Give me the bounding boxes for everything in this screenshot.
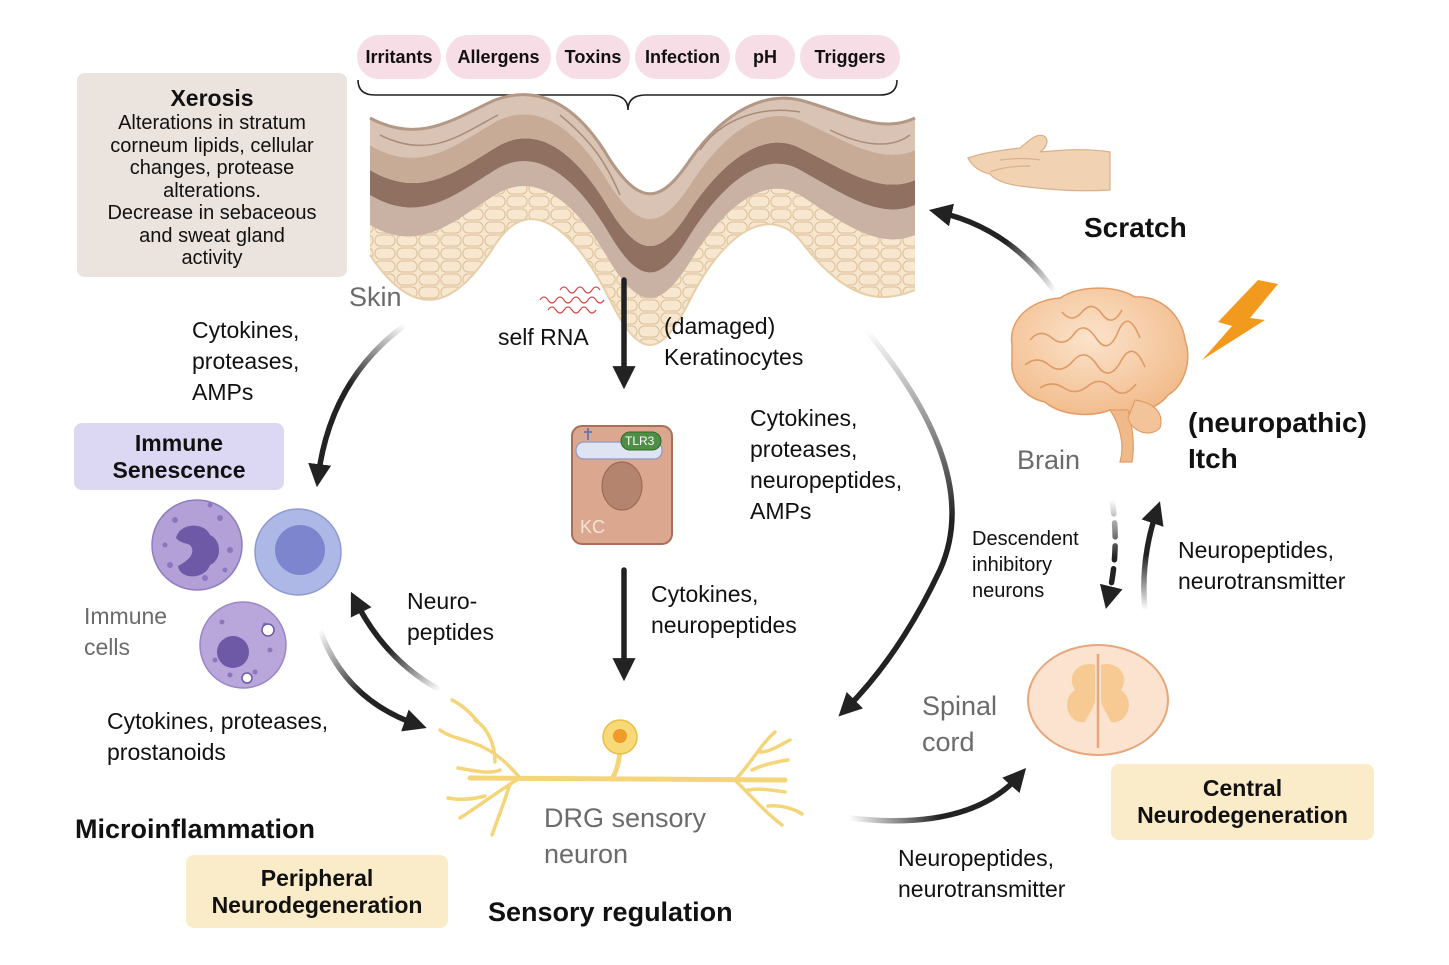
arrow-neuron-to-immune <box>350 591 443 693</box>
arrow-brain-to-scratch <box>928 203 1058 295</box>
arrow-neuron-to-spinal-cord <box>847 768 1027 824</box>
lightning-bolt-icon <box>1202 280 1278 360</box>
descendent-inhibitory-neurons-line-2: inhibitory <box>972 554 1053 576</box>
immune-cells-icon <box>151 499 342 689</box>
xerosis-title: Xerosis <box>170 85 254 111</box>
xerosis-line-2: corneum lipids, cellular <box>110 134 314 157</box>
sensory-regulation-label: Sensory regulation <box>488 897 733 927</box>
arrow-keratinocytes-to-neuron <box>838 322 955 717</box>
neuropathic-itch-line-2: Itch <box>1188 443 1238 474</box>
neuropeptides-label-line-1: Neuro- <box>407 588 478 614</box>
damaged-keratinocytes-line-2: Keratinocytes <box>664 344 804 370</box>
immune-cells-label-line-1: Immune <box>84 603 168 629</box>
immune-to-neuron-mediators-line-1: Cytokines, proteases, <box>107 708 329 734</box>
skin-to-immune-mediators-line-2: proteases, <box>192 348 300 374</box>
immune-senescence-line-2: Senescence <box>112 457 246 483</box>
neuron-nucleus <box>613 729 627 743</box>
descendent-inhibitory-neurons-line-1: Descendent <box>972 528 1079 550</box>
spinal-to-brain-mediators-line-1: Neuropeptides, <box>1178 537 1334 563</box>
brain-label: Brain <box>1017 445 1081 475</box>
keratinocyte-cell-icon <box>571 425 673 545</box>
peripheral-neurodegeneration-box: Peripheral Neurodegeneration <box>186 855 448 928</box>
immune-to-neuron-mediators-line-2: prostanoids <box>107 739 226 765</box>
skin-cross-section-illustration <box>369 93 916 346</box>
spinal-cord-label-line-2: cord <box>922 727 975 757</box>
trigger-pill-allergens: Allergens <box>446 35 551 79</box>
trigger-pill-triggers: Triggers <box>800 35 900 79</box>
skin-to-immune-mediators-line-3: AMPs <box>192 379 254 405</box>
brain-icon <box>1010 287 1189 463</box>
keratinocyte-mediators-line-2: proteases, <box>750 436 858 462</box>
microinflammation-label: Microinflammation <box>75 814 316 844</box>
spinal-cord-label-line-1: Spinal <box>922 691 998 721</box>
peripheral-neurodegeneration-line-2: Neurodegeneration <box>211 892 423 918</box>
immune-cells-label-line-2: cells <box>84 634 131 660</box>
trigger-pill-infection: Infection <box>635 35 730 79</box>
arrow-brain-to-spinal-cord-descending <box>1100 497 1123 609</box>
arrow-spinal-cord-to-brain <box>1141 501 1164 613</box>
arrow-immune-to-neuron <box>317 627 427 732</box>
trigger-pill-toxins: Toxins <box>556 35 630 79</box>
scratching-hand-icon <box>967 134 1111 192</box>
immune-senescence-box: Immune Senescence <box>74 423 284 490</box>
peripheral-neurodegeneration-line-1: Peripheral <box>260 865 374 891</box>
central-neurodegeneration-line-2: Neurodegeneration <box>1137 802 1348 828</box>
descendent-inhibitory-neurons-line-3: neurons <box>972 580 1045 602</box>
drg-sensory-neuron-line-1: DRG sensory <box>544 803 707 833</box>
central-neurodegeneration-box: Central Neurodegeneration <box>1111 764 1374 840</box>
scratch-label: Scratch <box>1084 212 1187 243</box>
trigger-pill-irritants: Irritants <box>357 35 441 79</box>
keratinocyte-mediators-line-4: AMPs <box>750 498 812 524</box>
keratinocyte-mediators-line-1: Cytokines, <box>750 405 858 431</box>
xerosis-line-6: and sweat gland <box>139 224 285 247</box>
spinal-cord-icon <box>1027 644 1169 756</box>
xerosis-line-3: changes, protease <box>129 157 295 179</box>
self-rna-icon <box>539 286 605 314</box>
drg-sensory-neuron-line-2: neuron <box>544 839 629 869</box>
xerosis-line-4: alterations. <box>163 179 261 202</box>
xerosis-line-5: Decrease in sebaceous <box>107 202 317 224</box>
damaged-keratinocytes-line-1: (damaged) <box>664 313 776 339</box>
arrow-skin-to-immune <box>308 322 408 488</box>
neuropeptides-label-line-2: peptides <box>407 619 494 645</box>
kc-label: KC <box>580 517 606 537</box>
tlr3-label: TLR3 <box>625 434 655 448</box>
xerosis-box: Xerosis Alterations in stratum corneum l… <box>77 73 347 277</box>
kc-to-neuron-mediators-line-2: neuropeptides <box>651 612 797 638</box>
central-neurodegeneration-line-1: Central <box>1202 775 1283 801</box>
neuron-to-spinal-mediators-line-1: Neuropeptides, <box>898 845 1054 871</box>
xerosis-line-7: activity <box>181 247 243 269</box>
skin-to-immune-mediators-line-1: Cytokines, <box>192 317 300 343</box>
kc-to-neuron-mediators-line-1: Cytokines, <box>651 581 759 607</box>
spinal-to-brain-mediators-line-2: neurotransmitter <box>1178 568 1346 594</box>
neuron-to-spinal-mediators-line-2: neurotransmitter <box>898 876 1066 902</box>
neuropathic-itch-line-1: (neuropathic) <box>1188 407 1367 438</box>
trigger-pill-ph: pH <box>735 35 795 79</box>
keratinocyte-mediators-line-3: neuropeptides, <box>750 467 903 493</box>
immune-senescence-line-1: Immune <box>134 430 224 456</box>
xerosis-line-1: Alterations in stratum <box>118 112 306 134</box>
skin-label: Skin <box>349 282 402 312</box>
self-rna-label: self RNA <box>498 324 589 350</box>
